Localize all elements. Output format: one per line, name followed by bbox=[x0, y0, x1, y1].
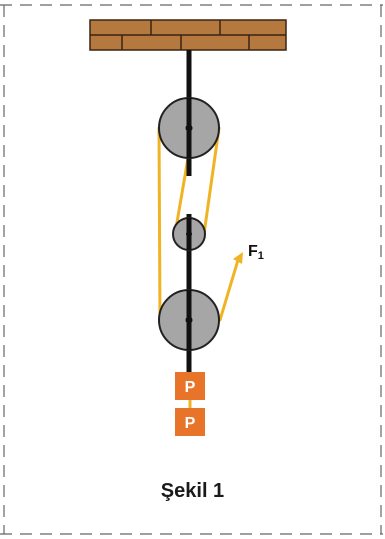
force-label-subscript: 1 bbox=[258, 250, 264, 262]
force-arrowhead bbox=[233, 252, 243, 264]
force-label-main: F bbox=[248, 243, 258, 260]
weight-lower: P bbox=[175, 408, 205, 436]
rope-to-force bbox=[218, 258, 240, 322]
ceiling bbox=[89, 19, 287, 51]
ropes bbox=[157, 126, 240, 410]
rope-inner-left bbox=[173, 156, 190, 236]
figure-caption: Şekil 1 bbox=[160, 480, 225, 502]
pulley-top bbox=[158, 97, 220, 159]
pulley-bottom bbox=[158, 289, 220, 351]
weight-lower-label: P bbox=[185, 415, 196, 432]
dashed-border bbox=[0, 4, 383, 535]
pulley-middle bbox=[172, 217, 206, 251]
svg-text:F1: F1 bbox=[248, 243, 264, 262]
force-label: F1 bbox=[248, 243, 264, 262]
rope-right-outer bbox=[202, 126, 221, 236]
weight-upper: P bbox=[175, 372, 205, 400]
rope-left-outer bbox=[157, 126, 162, 322]
weight-upper-label: P bbox=[185, 379, 196, 396]
